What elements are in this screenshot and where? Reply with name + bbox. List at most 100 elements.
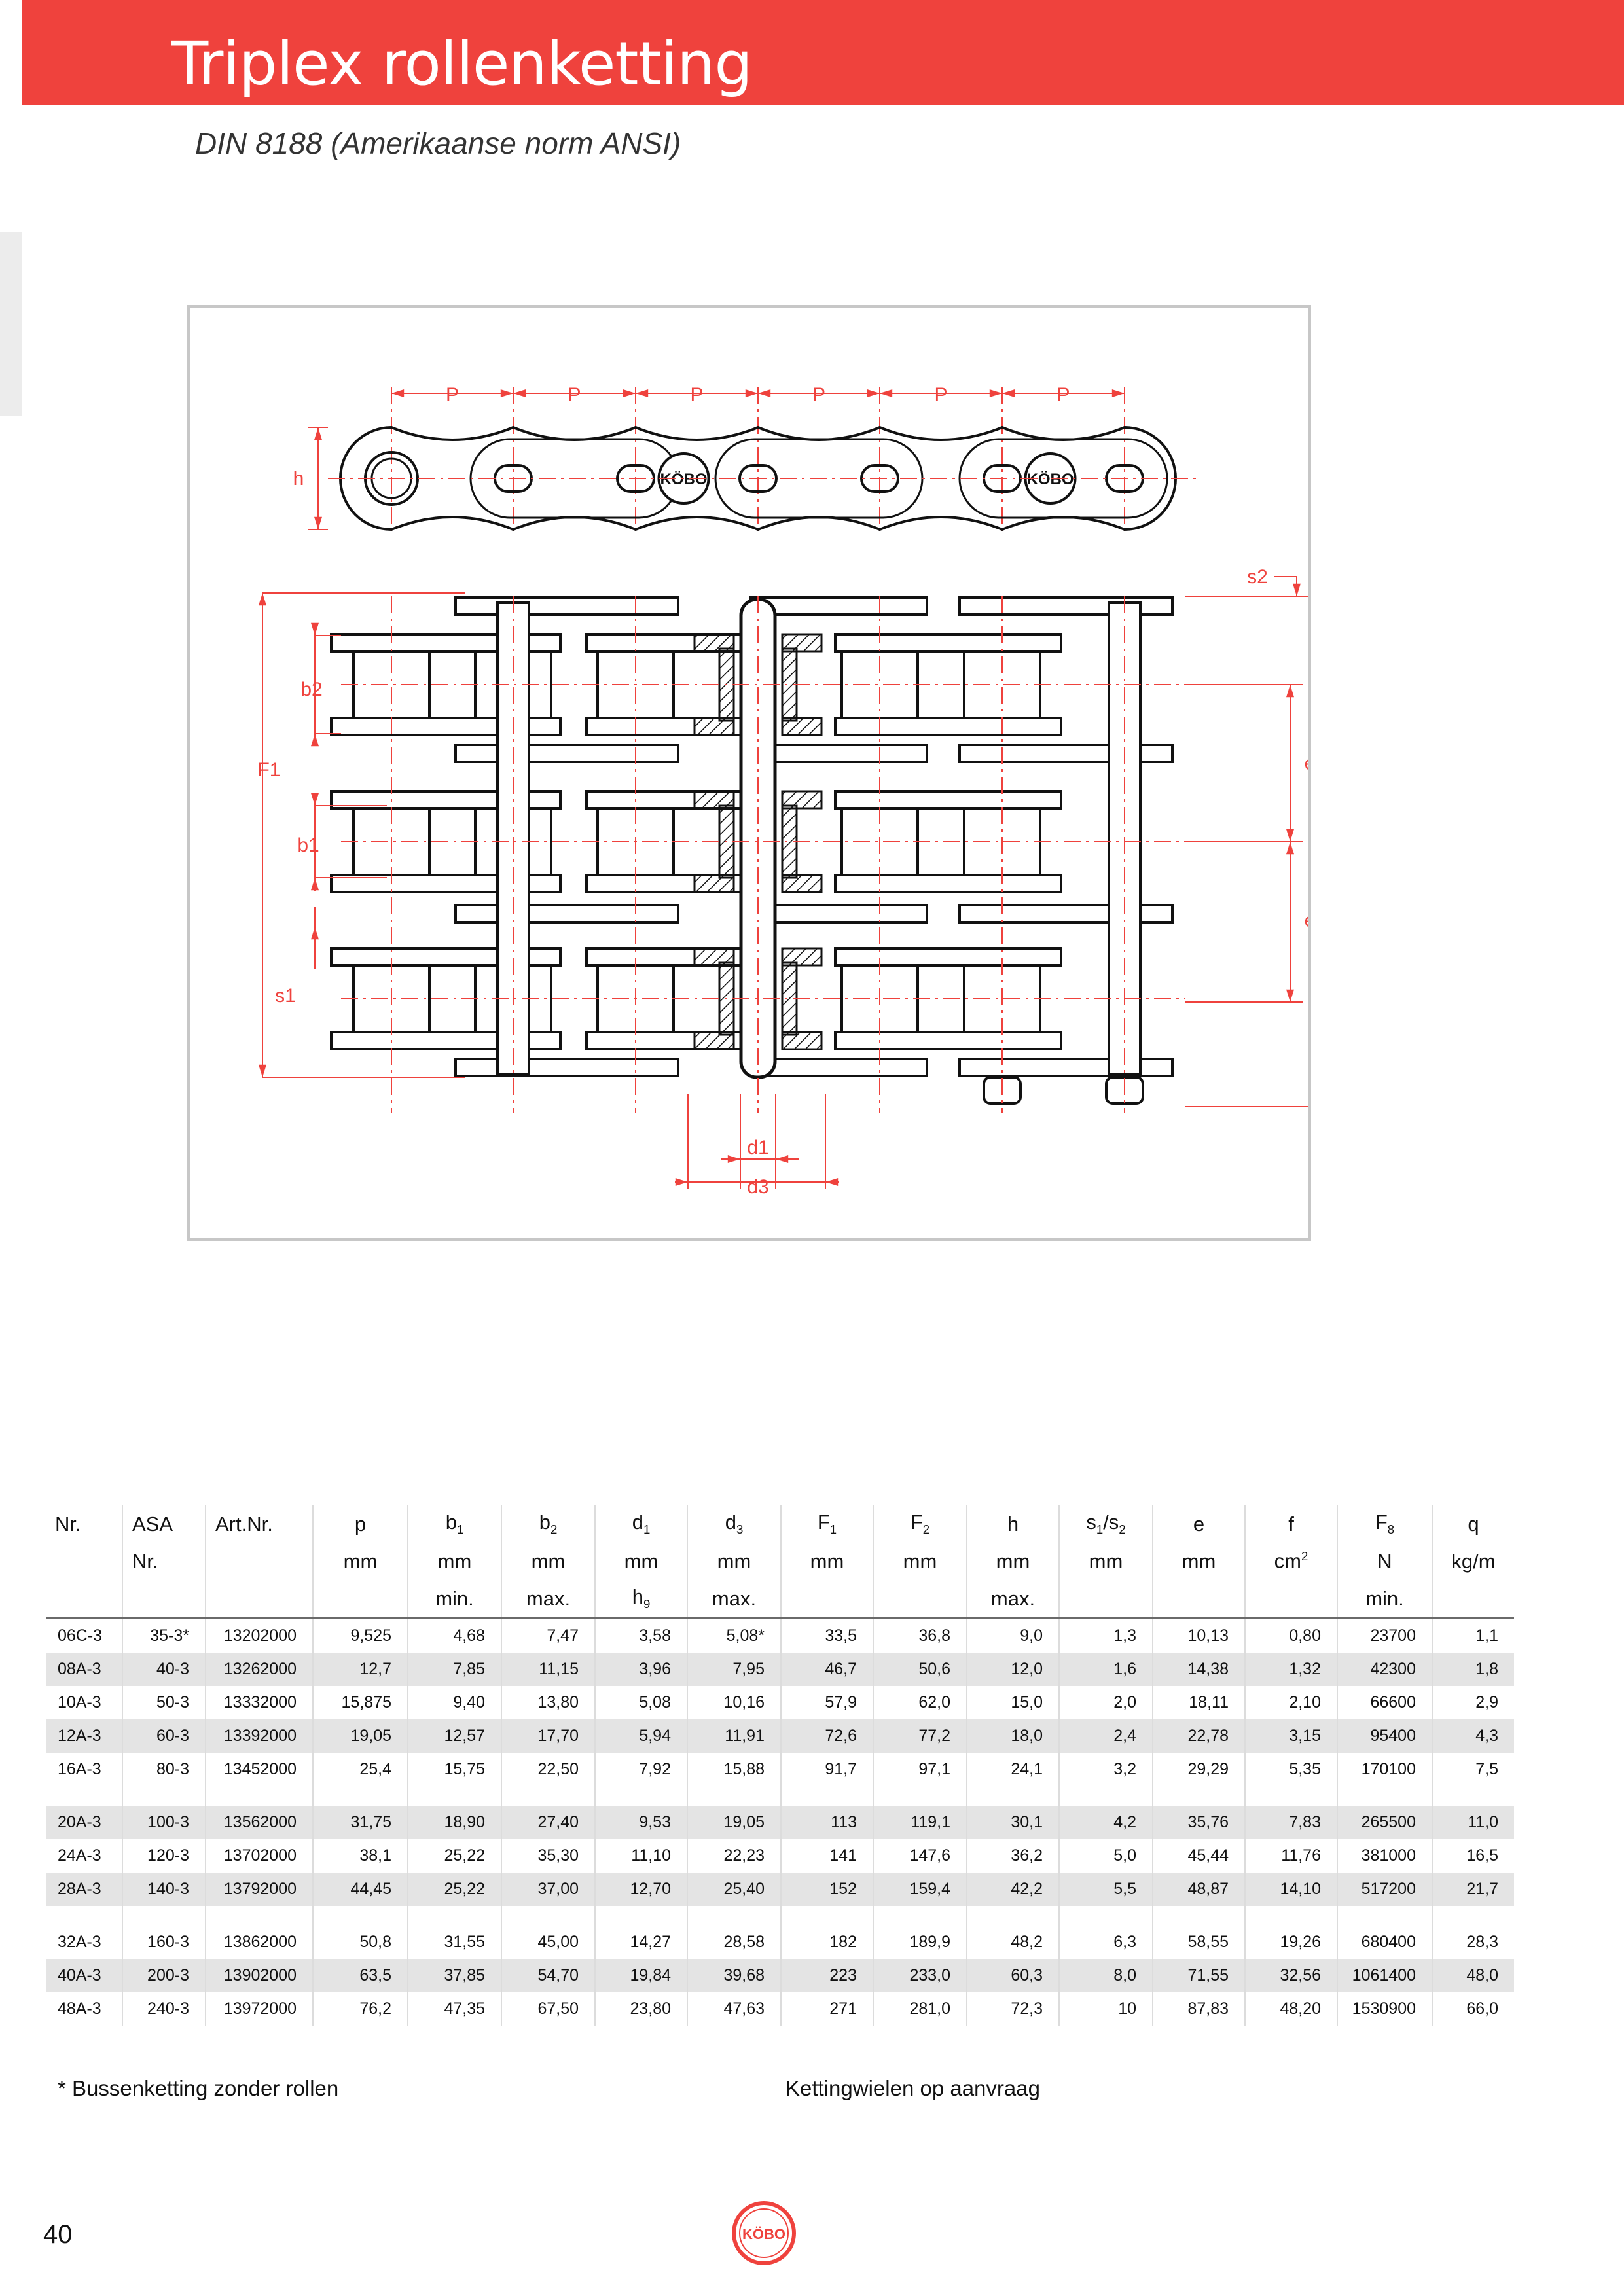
table-cell: 67,50 [501,1992,596,2026]
table-header-cell: b1 [408,1505,502,1543]
gap-cell [206,1786,314,1806]
table-cell: 10,13 [1153,1618,1246,1653]
table-header-cell: ASA [122,1505,206,1543]
arrowhead [880,389,893,397]
table-cell: 11,0 [1432,1806,1514,1839]
table-cell: 182 [781,1926,874,1959]
table-header-cell: d3 [687,1505,782,1543]
table-cell: 27,40 [501,1806,596,1839]
arrowhead [745,389,758,397]
table-cell: 3,2 [1059,1753,1153,1786]
inner-plate [834,633,1062,653]
table-cell: 10A-3 [46,1686,123,1719]
section-plate [781,874,823,893]
table-cell: 42,2 [967,1873,1060,1906]
outer-plate [749,1058,928,1077]
arrowhead [1286,842,1294,855]
table-header-cell: F2 [873,1505,967,1543]
gap-cell [1153,1786,1246,1806]
table-cell: 23,80 [595,1992,688,2026]
table-cell: 48,87 [1153,1873,1246,1906]
gap-cell [1337,1786,1433,1806]
table-cell: 7,83 [1245,1806,1338,1839]
table-cell: 48A-3 [46,1992,123,2026]
arrowhead [825,1178,839,1186]
svg-text:KÖBO: KÖBO [742,2226,785,2242]
table-cell: 42300 [1337,1653,1433,1686]
table-cell: 13792000 [206,1873,314,1906]
table-header-cell: min. [408,1580,502,1619]
table-cell: 87,83 [1153,1992,1246,2026]
pitch-label: P [446,384,459,406]
table-cell: 14,38 [1153,1653,1246,1686]
arrowhead [867,389,880,397]
gap-cell [122,1786,206,1806]
table-cell: 5,08* [687,1618,782,1653]
table-cell: 19,05 [313,1719,408,1753]
header-bar [22,0,1624,105]
table-cell: 517200 [1337,1873,1433,1906]
table-cell: 3,96 [595,1653,688,1686]
arrowhead [776,1155,789,1163]
table-header-cell [313,1580,408,1619]
outer-plate [454,596,679,616]
table-header-cell: mm [1153,1543,1246,1580]
table-cell: 17,70 [501,1719,596,1753]
page-title: Triplex rollenketting [171,29,753,99]
table-cell: 12,57 [408,1719,502,1753]
table-cell: 48,0 [1432,1959,1514,1992]
table-cell: 14,27 [595,1926,688,1959]
table-cell: 113 [781,1806,874,1839]
table-cell: 5,08 [595,1686,688,1719]
kobo-logo: KÖBO [732,2201,796,2265]
table-header-cell [873,1580,967,1619]
outer-plate [749,596,928,616]
table-cell: 31,75 [313,1806,408,1839]
table-header-cell: kg/m [1451,1549,1496,1573]
page-subtitle: DIN 8188 (Amerikaanse norm ANSI) [195,126,681,160]
pitch-label: P [690,384,703,406]
table-cell: 22,78 [1153,1719,1246,1753]
table-cell: 120-3 [122,1839,206,1873]
table-header-cell [1153,1580,1246,1619]
table-header-cell: F8 [1337,1505,1433,1543]
table-header-cell: Nr. [46,1505,123,1543]
table-cell: 15,0 [967,1686,1060,1719]
table-cell: 6,3 [1059,1926,1153,1959]
section-plate [781,633,823,653]
arrowhead [311,734,319,747]
arrowhead [1002,389,1015,397]
table-cell: 12A-3 [46,1719,123,1753]
table-header-cell [206,1580,314,1619]
table-header-cell [46,1543,123,1580]
gap-cell [873,1906,967,1926]
table-cell: 13392000 [206,1719,314,1753]
table-cell: 21,7 [1432,1873,1514,1906]
table-cell: 1530900 [1337,1992,1433,2026]
table-cell: 46,7 [781,1653,874,1686]
arrowhead [500,389,513,397]
table-cell: 20A-3 [46,1806,123,1839]
table-cell: 189,9 [873,1926,967,1959]
gap-cell [501,1786,596,1806]
table-header-cell: Art.Nr. [206,1505,314,1543]
table-cell: 200-3 [122,1959,206,1992]
gap-cell [595,1786,688,1806]
table-cell: 233,0 [873,1959,967,1992]
table-cell: 95400 [1337,1719,1433,1753]
pin-slot [860,464,899,493]
label-F1: F1 [257,759,280,781]
section-plate [781,717,823,736]
table-cell: 50-3 [122,1686,206,1719]
outer-plate [454,904,679,924]
table-cell: 240-3 [122,1992,206,2026]
inner-plate [834,790,1062,810]
table-cell: 13262000 [206,1653,314,1686]
table-cell: 25,4 [313,1753,408,1786]
table-header-cell [781,1580,874,1619]
arrowhead [391,389,405,397]
table-cell: 7,5 [1475,1760,1498,1778]
